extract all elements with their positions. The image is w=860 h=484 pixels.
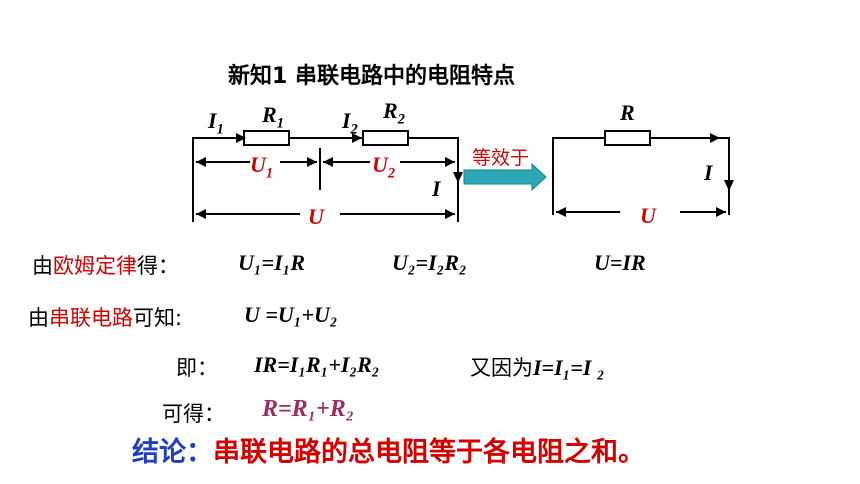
label-r1: R1: [262, 102, 284, 132]
derivation-line-2: 由串联电路可知:: [28, 306, 183, 330]
equivalent-arrow: [463, 162, 547, 192]
current-arrow-i: [453, 172, 463, 183]
label-r: R: [620, 100, 635, 125]
circuit1-wire-right: [408, 137, 459, 222]
label-i2: I2: [342, 108, 358, 138]
resistor-r1: [243, 130, 290, 146]
page-title: 新知1 串联电路中的电阻特点: [228, 64, 515, 89]
equation-sum-u: U =U₁+U₂: [244, 302, 338, 327]
voltage-markers: [196, 148, 455, 215]
label-u2: U2: [372, 152, 396, 182]
equivalent-label: 等效于: [472, 147, 530, 169]
equation-u: U=IR: [594, 250, 646, 275]
resistor-r: [604, 130, 651, 146]
label-i1: I1: [208, 108, 224, 138]
equation-ir: IR=I₁R₁+I₂R₂: [254, 352, 380, 377]
label-i-eq: I: [704, 160, 713, 185]
derivation-line-4: 可得：: [162, 402, 225, 426]
derivation-line-1: 由欧姆定律得：: [32, 254, 179, 278]
equation-u1: U₁=I₁R: [238, 250, 305, 275]
label-u-eq: U: [640, 203, 656, 228]
label-i: I: [432, 176, 441, 201]
resistor-r2: [362, 130, 409, 146]
circuit1-wire: [192, 137, 244, 222]
current-arrow-i2: [352, 133, 362, 143]
label-u: U: [308, 204, 324, 229]
equation-u2: U₂=I₂R₂: [392, 250, 467, 275]
note-current: 又因为I=I₁=I ₂: [470, 355, 605, 380]
label-u1: U1: [250, 152, 274, 182]
result-equation: R=R₁+R₂: [262, 396, 355, 422]
series-circuit: [192, 130, 459, 222]
current-arrow-i1: [236, 133, 246, 143]
conclusion: 结论：串联电路的总电阻等于各电阻之和。: [132, 437, 645, 468]
derivation-line-3: 即：: [176, 356, 218, 380]
label-r2: R2: [383, 98, 405, 128]
